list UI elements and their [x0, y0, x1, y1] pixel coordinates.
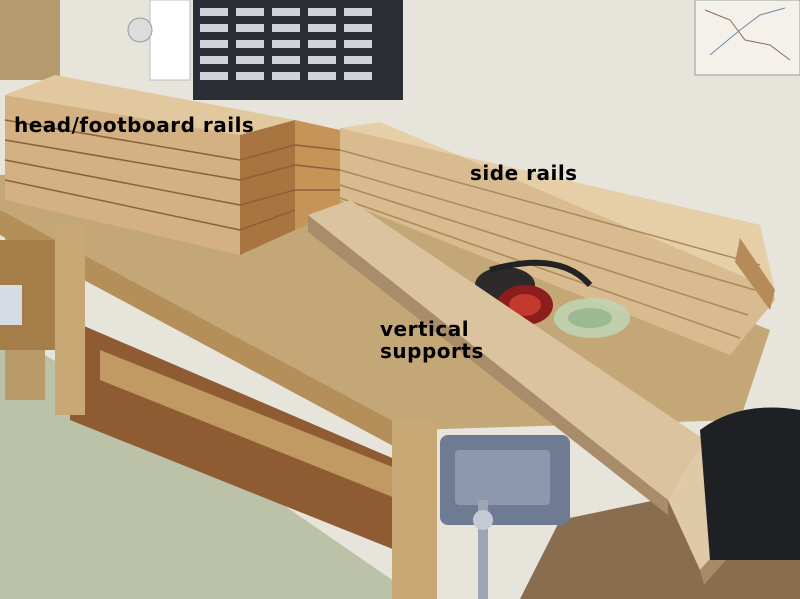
- parts-drawer-cabinet: [193, 0, 403, 100]
- head-footboard-rails-stack: [4, 75, 341, 255]
- wall-map: [694, 0, 800, 76]
- saw-blade-icon: [127, 17, 153, 43]
- bench-leg-front-right: [392, 420, 437, 599]
- side-rails-stack: [339, 122, 775, 355]
- left-wall-boards: [0, 0, 60, 80]
- vertical-supports-label-line2: supports: [380, 339, 484, 363]
- vertical-supports-label-line1: vertical: [380, 317, 470, 341]
- trash-can: [700, 407, 800, 560]
- vertical-supports-label: vertical supports: [380, 318, 484, 362]
- ear-protectors: [475, 259, 593, 325]
- head-footboard-rails-label: head/footboard rails: [14, 113, 255, 137]
- bench-leg-front-left: [55, 225, 85, 415]
- paint-can: [0, 285, 22, 325]
- bench-vise: [440, 435, 570, 599]
- under-bench-lumber: [100, 350, 400, 500]
- side-rails-label: side rails: [470, 161, 578, 185]
- bench-front-edge: [0, 210, 410, 455]
- wall-fixture: [149, 0, 191, 81]
- safety-glasses: [554, 298, 630, 338]
